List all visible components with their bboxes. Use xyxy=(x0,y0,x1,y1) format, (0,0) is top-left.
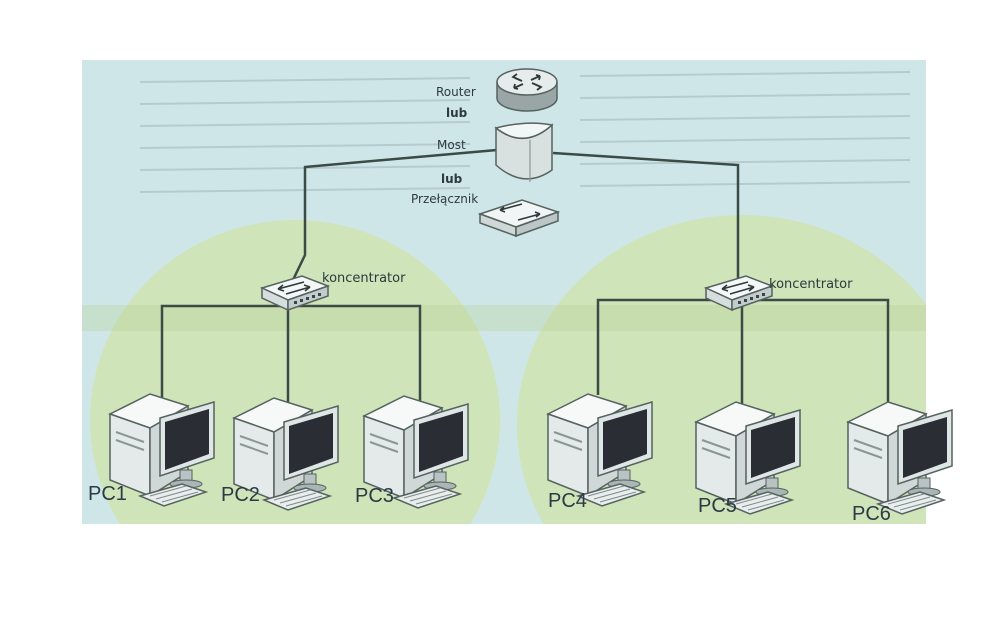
bridge-icon xyxy=(494,122,554,182)
pc-label-4: PC4 xyxy=(548,490,587,512)
switch-label: Przełącznik xyxy=(411,192,478,206)
pc-label-5: PC5 xyxy=(698,495,737,517)
hub-label-left: koncentrator xyxy=(322,271,406,286)
pc-label-1: PC1 xyxy=(88,483,127,505)
or-label-1: lub xyxy=(446,106,468,120)
printed-band xyxy=(82,305,926,331)
pc-label-2: PC2 xyxy=(221,484,260,506)
router-label: Router xyxy=(436,85,476,99)
switch-icon xyxy=(477,199,561,238)
pc-label-3: PC3 xyxy=(355,485,394,507)
bridge-label: Most xyxy=(437,138,466,152)
pc-label-6: PC6 xyxy=(852,503,891,525)
or-label-2: lub xyxy=(441,172,463,186)
hub-label-right: koncentrator xyxy=(769,277,853,292)
router-icon xyxy=(496,68,558,112)
background-text-lines xyxy=(139,71,911,193)
